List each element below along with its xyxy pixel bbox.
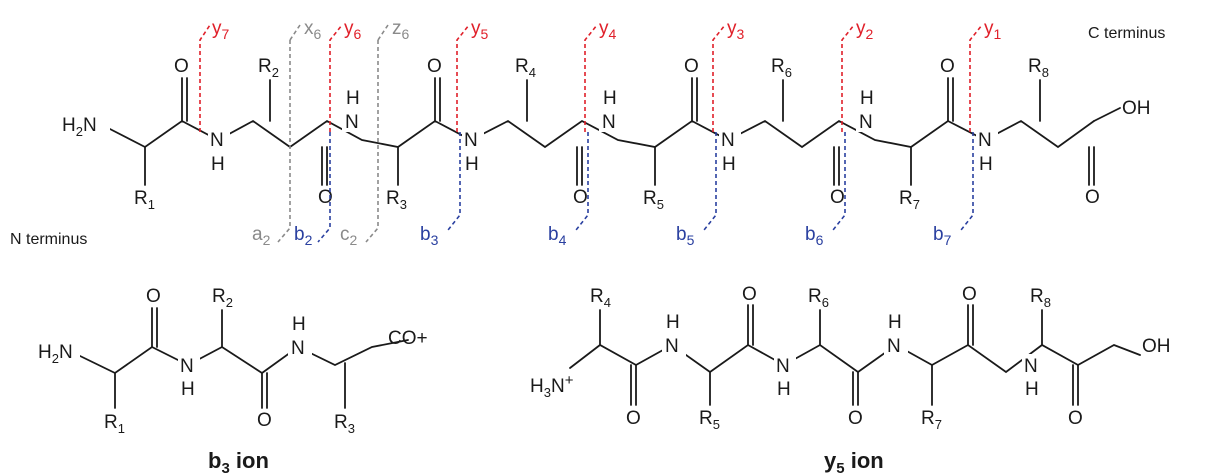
- side-chain-r5: R5: [643, 188, 664, 212]
- side-chain-r4: R4: [515, 56, 536, 80]
- svg-text:O: O: [626, 408, 641, 429]
- fragment-label-b2: b2: [294, 224, 313, 248]
- svg-text:H: H: [888, 312, 902, 333]
- fragment-label-b6: b6: [805, 224, 824, 248]
- side-chain-r1: R1: [134, 188, 155, 212]
- carbonyl-oxygen: O: [174, 56, 189, 77]
- carbonyl-oxygen: O: [684, 56, 699, 77]
- carbonyl-oxygen: O: [940, 56, 955, 77]
- amide-nitrogen: N: [345, 112, 359, 133]
- svg-text:N: N: [180, 356, 194, 377]
- amide-hydrogen: H: [465, 154, 479, 175]
- b3-ion-title: b3 ion: [208, 448, 269, 475]
- svg-text:H: H: [666, 312, 680, 333]
- amide-hydrogen: H: [979, 154, 993, 175]
- amide-hydrogen: H: [211, 154, 225, 175]
- fragment-labels: y7 x6 y6 z6 y5 y4 y3 y2 y1 a2 b2 c2 b3 b…: [212, 18, 1002, 248]
- carbonyl-oxygen: O: [573, 187, 588, 208]
- svg-text:H: H: [777, 379, 791, 400]
- backbone-atoms: H2N O N H R2 O N H R1 R3 O N H R4 O N H …: [60, 56, 1151, 212]
- fragment-label-b5: b5: [676, 224, 695, 248]
- carbonyl-oxygen: O: [830, 187, 845, 208]
- svg-text:H3N+: H3N+: [530, 372, 574, 400]
- carbonyl-oxygen: O: [318, 187, 333, 208]
- y5-ion-structure: R4 H3N+ O N H R5 O N H R6 O N H R7 O N H…: [528, 284, 1171, 432]
- fragment-label-z6: z6: [392, 18, 410, 42]
- fragment-label-y4: y4: [599, 18, 617, 42]
- svg-text:N: N: [291, 338, 305, 359]
- amide-nitrogen: N: [464, 130, 478, 151]
- amino-group-label: H2N: [62, 115, 97, 139]
- fragment-label-x6: x6: [304, 18, 322, 42]
- carbonyl-oxygen: O: [1085, 187, 1100, 208]
- svg-text:H2N: H2N: [38, 342, 73, 366]
- svg-text:O: O: [146, 286, 161, 307]
- fragment-label-b3: b3: [420, 224, 439, 248]
- amide-hydrogen: H: [346, 88, 360, 109]
- svg-text:O: O: [962, 284, 977, 305]
- svg-text:O: O: [257, 410, 272, 431]
- svg-text:O: O: [848, 408, 863, 429]
- side-chain-r3: R3: [386, 188, 407, 212]
- svg-text:N: N: [1024, 356, 1038, 377]
- fragment-label-y6: y6: [344, 18, 362, 42]
- side-chain-r2: R2: [258, 56, 279, 80]
- c-terminus-label: C terminus: [1088, 25, 1165, 42]
- svg-text:R7: R7: [921, 408, 942, 432]
- svg-text:H: H: [1025, 379, 1039, 400]
- amide-nitrogen: N: [210, 130, 224, 151]
- svg-text:H: H: [181, 379, 195, 400]
- amide-nitrogen: N: [978, 130, 992, 151]
- carboxyl-hydroxyl: OH: [1122, 98, 1151, 119]
- fragment-label-b7: b7: [933, 224, 952, 248]
- fragment-label-y2: y2: [856, 18, 874, 42]
- side-chain-r6: R6: [771, 56, 792, 80]
- svg-text:N: N: [665, 336, 679, 357]
- carbonyl-oxygen: O: [427, 56, 442, 77]
- amide-nitrogen: N: [602, 112, 616, 133]
- fragment-label-b4: b4: [548, 224, 567, 248]
- side-chain-r8: R8: [1028, 56, 1049, 80]
- fragment-label-y7: y7: [212, 18, 230, 42]
- fragment-label-y1: y1: [984, 18, 1002, 42]
- fragment-label-y3: y3: [727, 18, 745, 42]
- svg-text:R6: R6: [808, 286, 829, 310]
- b3-ion-structure: H2N O R2 N H O N H R1 R3 CO+: [36, 286, 428, 436]
- svg-text:O: O: [1068, 408, 1083, 429]
- svg-text:R5: R5: [699, 408, 720, 432]
- amide-hydrogen: H: [722, 154, 736, 175]
- fragment-label-c2: c2: [340, 224, 358, 248]
- fragmentation-lines: [199, 24, 983, 243]
- amide-nitrogen: N: [859, 112, 873, 133]
- fragment-label-y5: y5: [471, 18, 489, 42]
- svg-text:R2: R2: [212, 286, 233, 310]
- svg-text:R3: R3: [334, 412, 355, 436]
- side-chain-r7: R7: [899, 188, 920, 212]
- svg-text:N: N: [776, 356, 790, 377]
- svg-text:R4: R4: [590, 286, 611, 310]
- svg-text:R8: R8: [1030, 286, 1051, 310]
- amide-hydrogen: H: [603, 88, 617, 109]
- svg-text:O: O: [742, 284, 757, 305]
- svg-text:H: H: [292, 314, 306, 335]
- acylium-label: CO+: [388, 328, 428, 349]
- amide-nitrogen: N: [721, 130, 735, 151]
- svg-text:OH: OH: [1142, 336, 1171, 357]
- svg-text:R1: R1: [104, 412, 125, 436]
- amide-hydrogen: H: [860, 88, 874, 109]
- fragment-label-a2: a2: [252, 224, 271, 248]
- svg-text:N: N: [887, 336, 901, 357]
- y5-ion-title: y5 ion: [824, 448, 884, 475]
- n-terminus-label: N terminus: [10, 231, 87, 248]
